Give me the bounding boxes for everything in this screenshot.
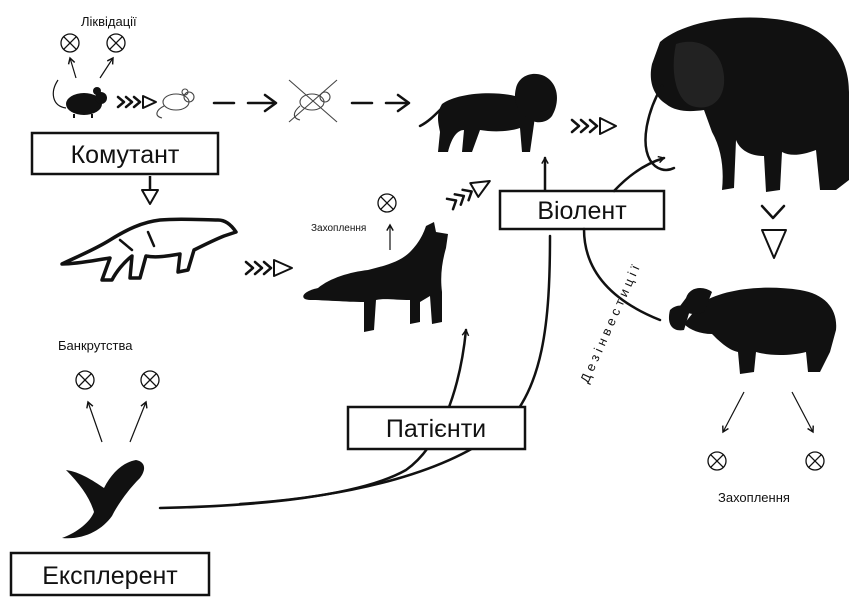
explerent-label: Експлерент: [42, 562, 178, 590]
divestitures-label: Дезінвестиції: [577, 259, 644, 385]
crossed-circle-icon: [708, 452, 726, 470]
bankruptcy-arrow-left: [88, 402, 102, 442]
swallow-icon: [62, 460, 144, 538]
fox-icon: [303, 222, 448, 332]
patients-label: Патієнти: [386, 415, 486, 443]
crossed-circle-icon: [76, 371, 94, 389]
chevrons-weasel-fox: [246, 260, 292, 276]
bankruptcy-arrow-right: [130, 402, 146, 442]
liquidation-arrow-right: [100, 58, 113, 78]
bankruptcies-label: Банкрутства: [58, 338, 133, 353]
mouse-icon: [53, 80, 107, 118]
capture-arrow-right: [792, 392, 813, 432]
down-arrow-commutant: [142, 176, 158, 204]
chevrons-fox-lion: [446, 174, 494, 211]
crossed-circle-icon: [61, 34, 79, 52]
violent-label: Віолент: [537, 197, 627, 225]
hippo-icon: [669, 288, 836, 374]
weasel-icon: [62, 219, 236, 280]
crossed-rat-icon: [289, 80, 337, 122]
crossed-circle-icon: [806, 452, 824, 470]
capture-bottom-label: Захоплення: [718, 490, 790, 505]
crossed-circle-icon: [107, 34, 125, 52]
capture-arrow-left: [723, 392, 744, 432]
chevrons-lion-elephant: [572, 118, 616, 134]
rat-icon: [157, 89, 194, 118]
elephant-icon: [646, 18, 849, 192]
down-arrow-elephant-hippo: [762, 206, 786, 258]
liquidation-arrow-left: [70, 58, 76, 78]
crossed-circle-icon: [378, 194, 396, 212]
chevrons-mouse-rat: [118, 96, 156, 108]
lion-icon: [420, 74, 557, 152]
crossed-circle-icon: [141, 371, 159, 389]
violent-elephant-arrow: [614, 158, 664, 191]
liquidations-label: Ліквідації: [81, 14, 137, 29]
commutant-label: Комутант: [71, 141, 180, 169]
capture-small-label: Захоплення: [311, 223, 366, 234]
